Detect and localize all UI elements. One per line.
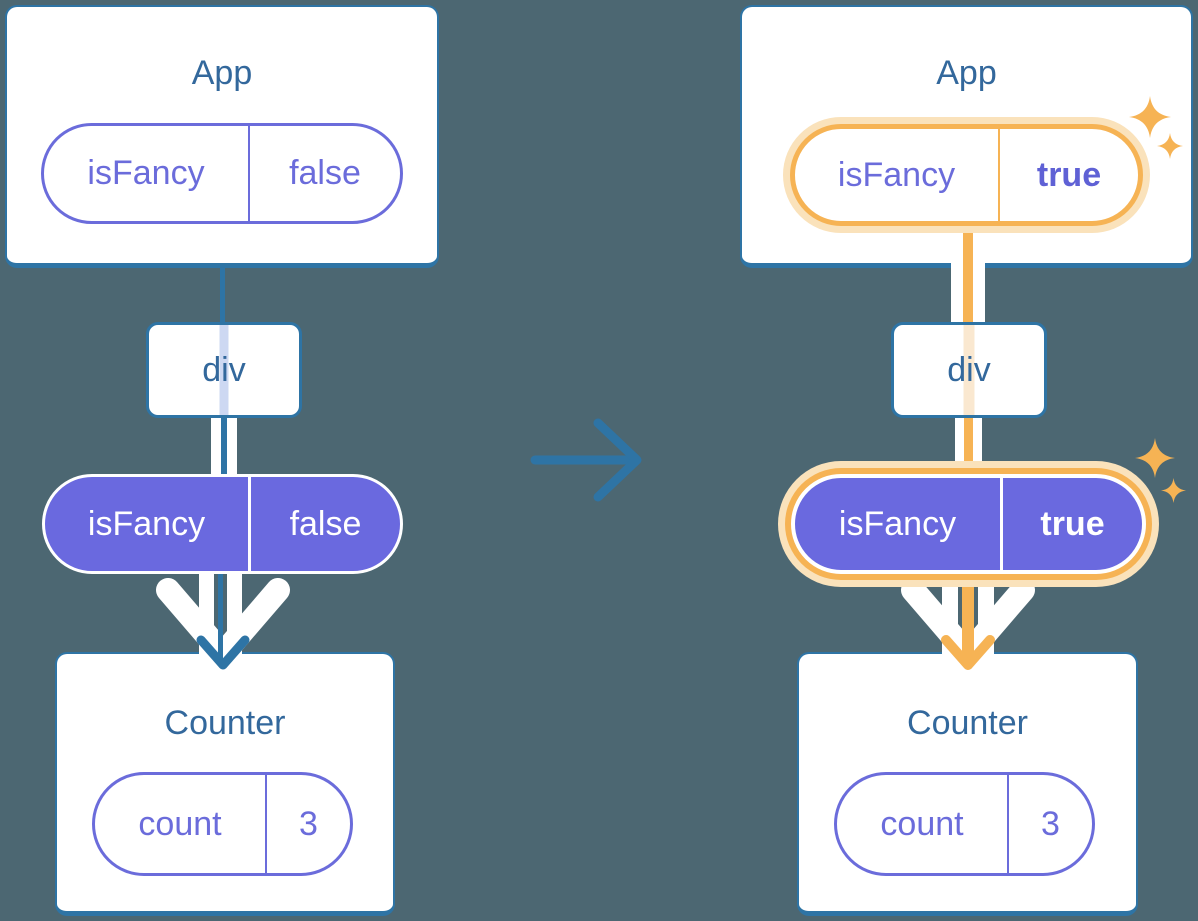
updated-prop-edge — [964, 417, 973, 475]
arrowhead-icon — [941, 635, 995, 670]
div-node: div — [891, 322, 1047, 418]
sparkle-icon — [1135, 438, 1175, 478]
div-label: div — [202, 350, 246, 389]
app-title: App — [936, 54, 997, 92]
counter-title: Counter — [907, 704, 1028, 742]
passed-prop-pill-highlighted: isFancy true — [791, 474, 1146, 574]
div-node: div — [146, 322, 302, 418]
state-name: count — [95, 775, 267, 873]
tree-edge — [221, 417, 227, 475]
app-state-pill: isFancy false — [41, 123, 403, 224]
prop-name: isFancy — [44, 126, 250, 221]
state-value: 3 — [1041, 804, 1060, 843]
app-state-pill-highlighted: isFancy true — [790, 124, 1143, 226]
tree-edge — [218, 573, 223, 658]
counter-state-pill: count 3 — [834, 772, 1095, 876]
prop-name: isFancy — [795, 129, 1000, 221]
div-label: div — [947, 350, 991, 389]
updated-prop-edge — [963, 230, 973, 323]
prop-value: false — [289, 154, 361, 192]
prop-name: isFancy — [45, 477, 251, 571]
right-arrow-icon — [530, 418, 642, 502]
state-name: count — [837, 775, 1009, 873]
passed-prop-pill: isFancy false — [42, 474, 403, 574]
arrowhead-icon — [196, 635, 250, 670]
props-flow-chevron-icon — [156, 578, 290, 666]
prop-value: false — [289, 504, 362, 543]
tree-edge — [220, 266, 225, 324]
counter-title: Counter — [164, 704, 286, 742]
updated-prop-edge — [962, 575, 974, 660]
prop-value: true — [1040, 504, 1105, 543]
prop-pass-through-line — [219, 325, 229, 415]
sparkle-icon — [1161, 478, 1186, 503]
prop-pass-through-line — [963, 325, 975, 415]
counter-state-pill: count 3 — [92, 772, 353, 876]
prop-value: true — [1036, 155, 1102, 194]
sparkle-icon — [1157, 133, 1183, 159]
app-title: App — [191, 54, 253, 92]
prop-name: isFancy — [795, 478, 1003, 570]
state-value: 3 — [299, 804, 318, 843]
sparkle-icon — [1129, 96, 1171, 138]
